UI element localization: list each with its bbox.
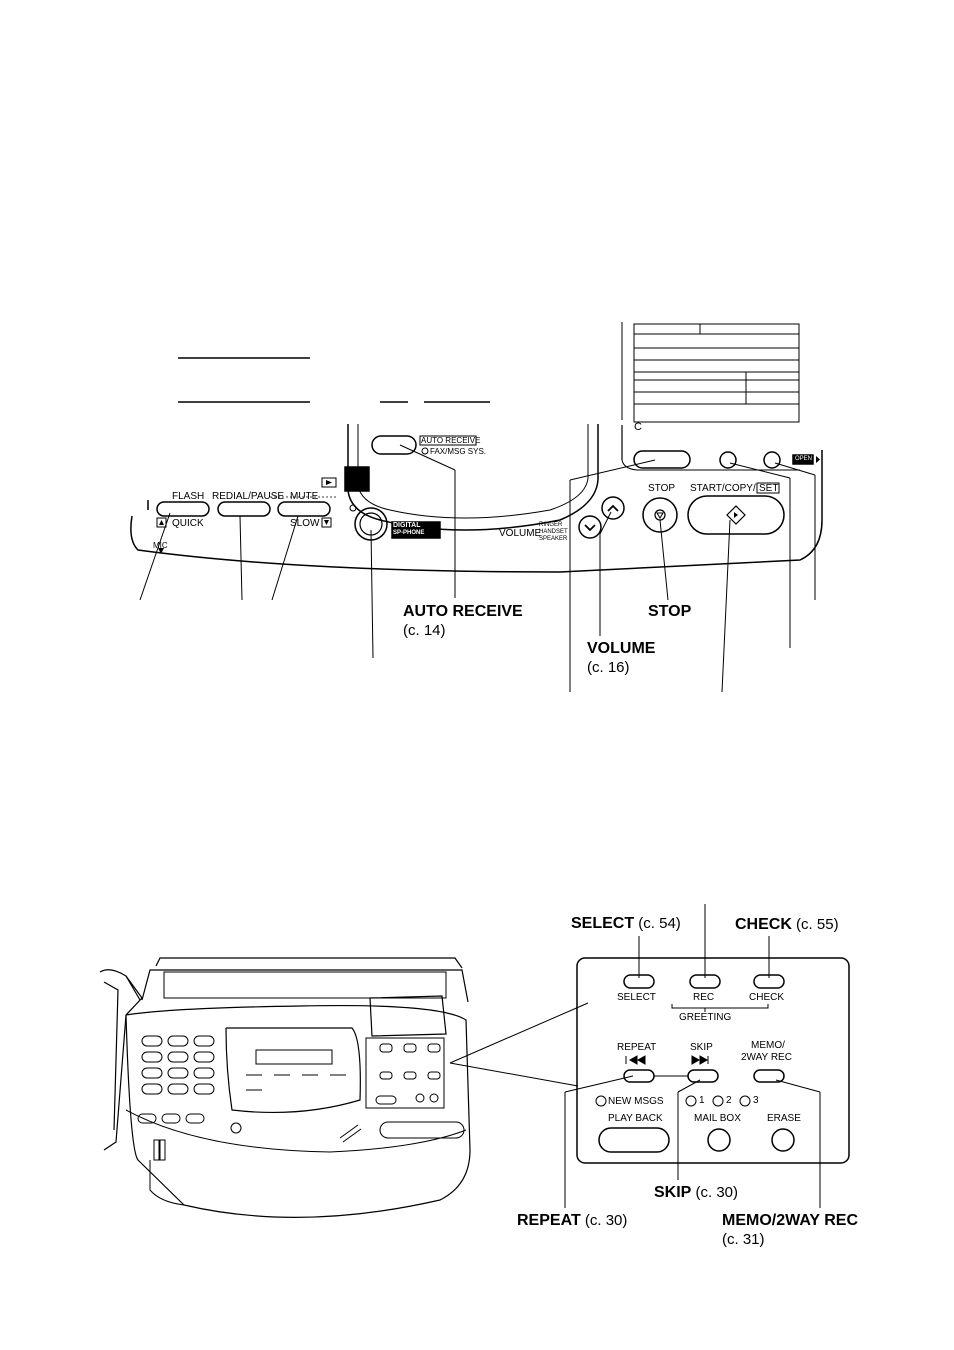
auto-receive-tag-box <box>419 435 477 446</box>
new-msgs-led <box>595 1095 607 1107</box>
open-label: OPEN <box>795 456 813 462</box>
panel-frame <box>576 957 850 1164</box>
stop-button-label: STOP <box>648 483 676 494</box>
start-copy-set-button[interactable] <box>687 495 785 535</box>
redial-pause-label: REDIAL/PAUSE <box>212 491 285 502</box>
set-label: SET <box>759 483 779 494</box>
callout-lines-bottom <box>564 904 821 1208</box>
skip-label: SKIP <box>690 1042 713 1053</box>
callout-select: SELECT (c. 54) <box>571 915 681 933</box>
callout-stop: STOP <box>648 603 692 620</box>
callout-select-ref: (c. 54) <box>634 915 681 932</box>
mail-box-button[interactable] <box>707 1128 731 1152</box>
oval-button-top[interactable] <box>633 450 691 469</box>
round-button-a[interactable] <box>719 451 737 469</box>
memo-2way-rec-button[interactable] <box>753 1069 785 1083</box>
set-tag-box <box>756 482 780 494</box>
quick-label: QUICK <box>172 518 204 529</box>
fast-forward-icon <box>691 1055 709 1065</box>
redial-pause-button[interactable] <box>217 501 271 517</box>
callout-check-name: CHECK <box>735 916 792 933</box>
mic-arrow-icon <box>158 548 164 554</box>
callout-auto-receive-ref: (c. 14) <box>403 622 446 639</box>
mailbox-3-led <box>739 1095 751 1107</box>
flash-button[interactable] <box>156 501 210 517</box>
select-label: SELECT <box>617 992 656 1003</box>
down-arrow-icon <box>321 517 332 528</box>
volume-label: VOLUME <box>499 528 542 539</box>
open-arrow-icon <box>816 456 820 463</box>
start-copy-label: START/COPY/ <box>690 483 756 494</box>
info-table <box>621 322 800 423</box>
skip-button[interactable] <box>687 1069 719 1083</box>
copyright-glyph: C <box>634 421 642 433</box>
callout-check: CHECK (c. 55) <box>735 916 839 934</box>
callout-repeat-ref: (c. 30) <box>580 1212 628 1229</box>
greeting-bracket <box>671 1004 769 1012</box>
volume-handset-label: HANDSET <box>539 529 568 535</box>
memo-label-line1: MEMO/ <box>751 1040 785 1051</box>
erase-label: ERASE <box>767 1113 801 1124</box>
callout-check-ref: (c. 55) <box>791 916 839 933</box>
rec-label: REC <box>693 992 715 1003</box>
callout-auto-receive: AUTO RECEIVE <box>403 603 523 620</box>
mail-box-label: MAIL BOX <box>694 1113 741 1124</box>
volume-up-button[interactable] <box>601 496 625 520</box>
zoomed-control-panel <box>576 957 850 1164</box>
callout-memo: MEMO/2WAY REC <box>722 1212 859 1229</box>
check-label: CHECK <box>749 992 785 1003</box>
open-tag <box>792 454 814 465</box>
auto-receive-button[interactable] <box>371 435 417 455</box>
callout-repeat: REPEAT (c. 30) <box>517 1212 627 1230</box>
mute-label: MUTE <box>290 491 319 502</box>
black-square <box>344 466 370 492</box>
rewind-icon <box>625 1055 646 1065</box>
callout-skip-ref: (c. 30) <box>691 1184 739 1201</box>
top-panel-diagram <box>130 322 823 693</box>
callout-select-name: SELECT <box>571 915 635 932</box>
round-button-b[interactable] <box>763 451 781 469</box>
mic-label: MIC <box>153 541 168 550</box>
flash-label: FLASH <box>172 491 205 502</box>
callout-memo-ref: (c. 31) <box>722 1231 765 1248</box>
volume-ringer-label: RINGER <box>539 522 563 528</box>
up-arrow-icon <box>156 517 167 528</box>
mute-button[interactable] <box>277 501 331 517</box>
auto-receive-tag-label: AUTO RECEIVE <box>421 436 481 445</box>
repeat-label: REPEAT <box>617 1042 657 1053</box>
fax-msg-sys-label: FAX/MSG SYS. <box>430 447 487 456</box>
volume-down-button[interactable] <box>578 515 602 539</box>
callout-volume-ref: (c. 16) <box>587 659 630 676</box>
mailbox-1-led <box>685 1095 697 1107</box>
mailbox-2-label: 2 <box>726 1095 732 1106</box>
new-msgs-label: NEW MSGS <box>608 1096 664 1107</box>
callout-skip: SKIP (c. 30) <box>654 1184 738 1202</box>
callout-repeat-name: REPEAT <box>517 1212 581 1229</box>
memo-label-line2: 2WAY REC <box>741 1052 792 1063</box>
mailbox-2-led <box>712 1095 724 1107</box>
erase-button[interactable] <box>771 1128 795 1152</box>
greeting-label: GREETING <box>679 1012 732 1023</box>
play-icon <box>321 477 337 488</box>
display-window <box>347 424 599 531</box>
stop-button[interactable] <box>642 497 678 533</box>
digital-logo-line2: SP-PHONE <box>393 530 425 536</box>
callout-lines-top <box>139 444 816 693</box>
mailbox-1-label: 1 <box>699 1095 705 1106</box>
sp-led <box>349 504 357 512</box>
play-back-label: PLAY BACK <box>608 1113 663 1124</box>
digital-sp-phone-logo <box>391 521 441 539</box>
slow-label: SLOW <box>290 518 320 529</box>
fax-msg-led <box>421 447 429 455</box>
panel-outline <box>130 450 823 573</box>
fax-machine-illustration <box>99 957 589 1218</box>
digital-logo-line1: DIGITAL <box>393 522 421 529</box>
callout-volume: VOLUME <box>587 640 656 657</box>
repeat-button[interactable] <box>623 1069 655 1083</box>
volume-speaker-label: SPEAKER <box>539 536 568 542</box>
callout-skip-name: SKIP <box>654 1184 692 1201</box>
mailbox-3-label: 3 <box>753 1095 759 1106</box>
play-back-button[interactable] <box>598 1127 670 1153</box>
